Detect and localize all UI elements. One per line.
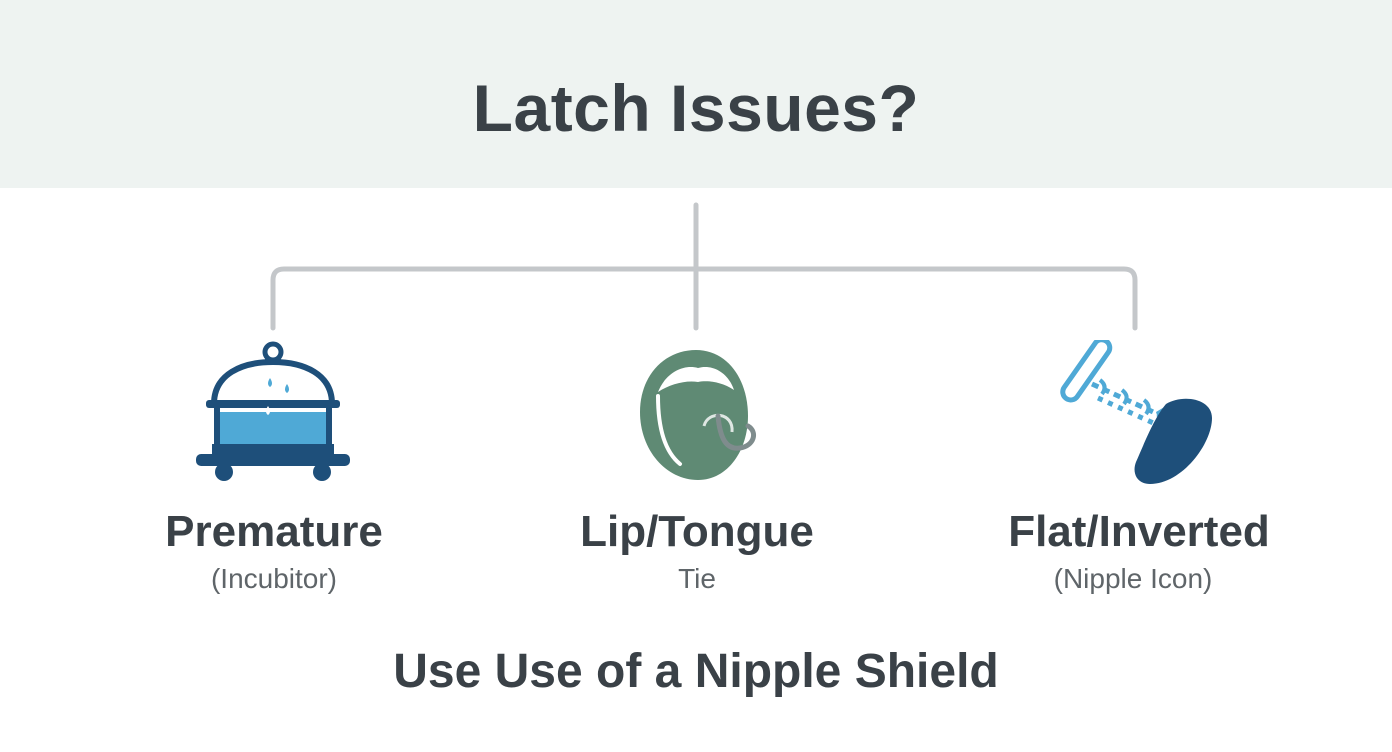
branch-label-flat-inverted: Flat/Inverted	[1008, 507, 1270, 556]
branch-sublabel-premature: (Incubitor)	[210, 563, 338, 594]
diagram-title: Latch Issues?	[472, 71, 920, 145]
header-band	[0, 0, 1392, 188]
incubator-icon	[196, 341, 350, 481]
branch-label-lip-tongue: Lip/Tongue	[580, 507, 814, 556]
nipple-pump-icon	[1060, 340, 1212, 484]
connector-crossbar	[270, 266, 1138, 331]
branch-sublabel-lip-tongue: Tie	[678, 563, 716, 594]
branch-label-premature: Premature	[165, 507, 383, 556]
conclusion-text: Use Use of a Nipple Shield	[393, 645, 999, 698]
mouth-tongue-icon	[640, 350, 757, 480]
branch-sublabel-flat-inverted: (Nipple Icon)	[1053, 563, 1213, 594]
